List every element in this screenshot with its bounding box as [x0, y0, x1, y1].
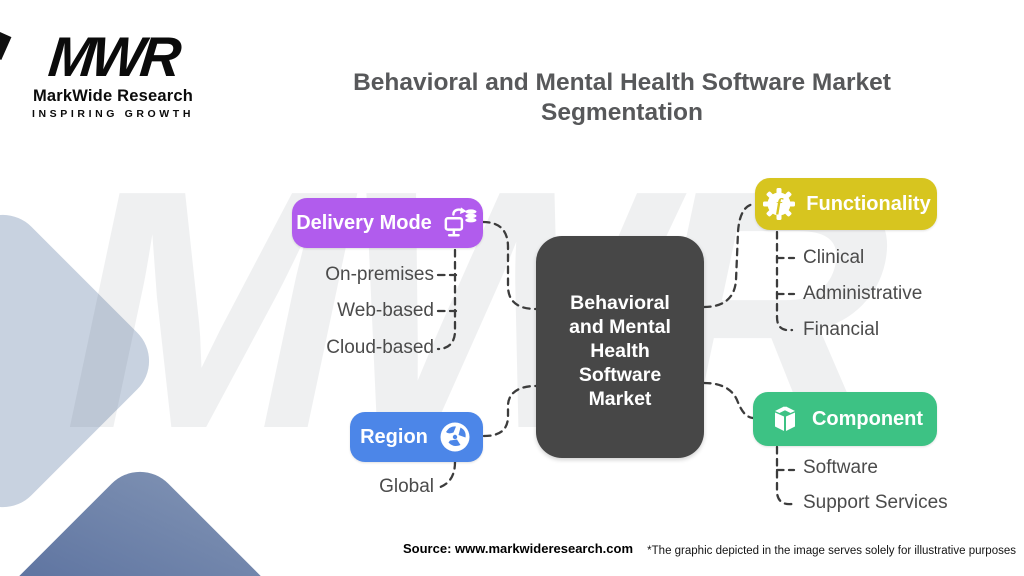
- leaf-item-clinical: Clinical: [803, 247, 865, 268]
- gear-f-icon: f: [763, 188, 796, 220]
- functionality-label: Functionality: [806, 192, 931, 215]
- leaf-item-web-based: Web-based: [337, 300, 434, 321]
- branch-node-delivery-mode: Delivery Mode: [292, 198, 483, 248]
- center-node-label: Behavioral and Mental Health Software Ma…: [569, 292, 671, 410]
- logo-tagline: INSPIRING GROWTH: [31, 108, 194, 120]
- leaf-item-on-premises: On-premises: [325, 264, 434, 285]
- source-text: Source: www.markwideresearch.com: [403, 541, 634, 556]
- leaf-item-administrative: Administrative: [803, 283, 923, 304]
- leaf-item-software: Software: [803, 457, 878, 478]
- branch-node-component: Component: [753, 392, 937, 446]
- leaf-item-financial: Financial: [803, 319, 880, 340]
- leaf-item-support-services: Support Services: [803, 492, 948, 513]
- component-label: Component: [811, 407, 924, 430]
- logo-name: MarkWide Research: [32, 87, 194, 105]
- page-title-line2: Segmentation: [541, 99, 703, 126]
- branch-node-functionality: f Functionality: [755, 178, 937, 230]
- branch-node-region: Region: [350, 412, 483, 462]
- device-sync-database-icon: [444, 207, 477, 237]
- globe-icon: [440, 422, 470, 452]
- leaf-item-cloud-based: Cloud-based: [326, 337, 434, 358]
- disclaimer-text: *The graphic depicted in the image serve…: [647, 545, 1016, 557]
- decor-edge-accent: [0, 31, 12, 60]
- logo-acronym: MWR: [45, 25, 181, 88]
- center-node: Behavioral and Mental Health Software Ma…: [536, 236, 704, 458]
- leaf-item-global: Global: [379, 476, 434, 497]
- region-label: Region: [360, 425, 428, 448]
- markwide-logo: MWR MarkWide Research INSPIRING GROWTH: [28, 25, 198, 120]
- svg-text:f: f: [776, 195, 784, 215]
- page-title-line1: Behavioral and Mental Health Software Ma…: [353, 69, 891, 96]
- open-box-icon: [774, 406, 795, 431]
- delivery-mode-label: Delivery Mode: [296, 211, 432, 234]
- page-title: Behavioral and Mental Health Software Ma…: [312, 68, 932, 128]
